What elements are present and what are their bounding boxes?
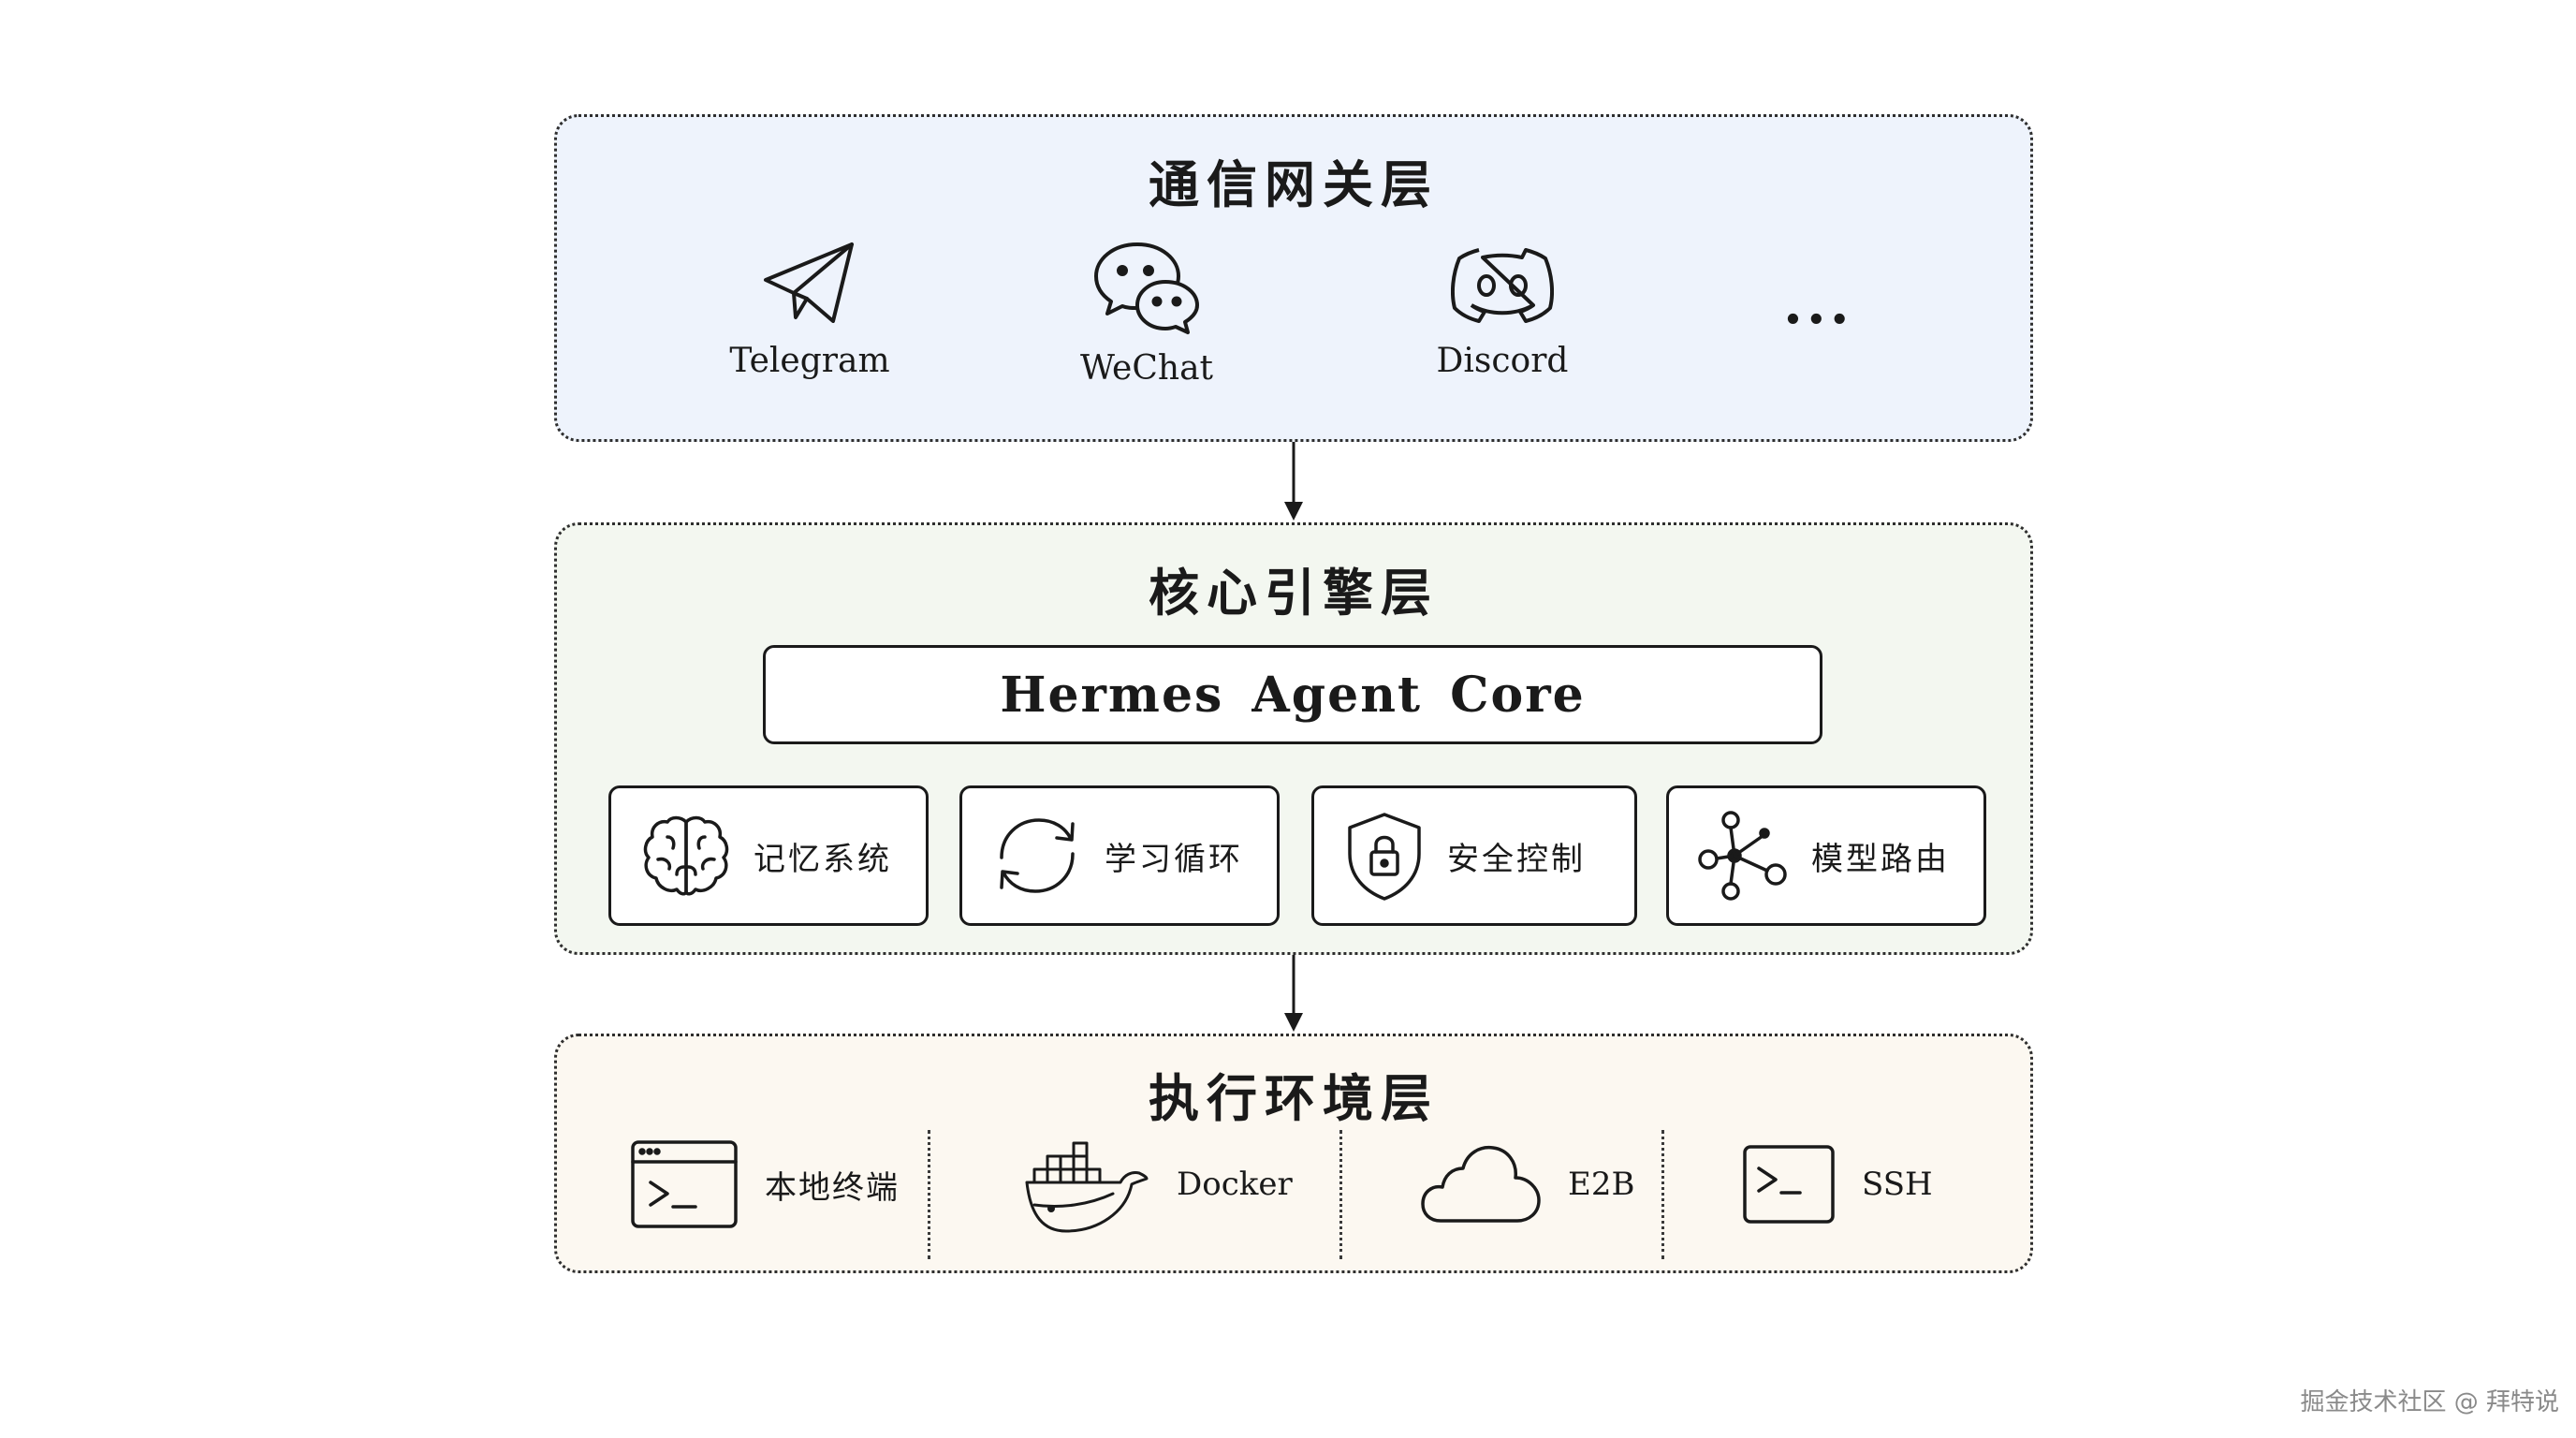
env-e2b: E2B xyxy=(1420,1137,1634,1231)
execution-environment-layer: 执行环境层 本地终端 Docker xyxy=(554,1034,2033,1273)
module-label-model-routing: 模型路由 xyxy=(1811,840,1950,878)
module-label-security: 安全控制 xyxy=(1447,840,1586,878)
exec-layer-title: 执行环境层 xyxy=(1149,1069,1439,1128)
channel-label-discord: Discord xyxy=(1436,342,1569,380)
wechat-icon xyxy=(1094,242,1199,334)
terminal-window-icon xyxy=(631,1140,738,1228)
network-icon xyxy=(1698,811,1787,901)
watermark-credit: 掘金技术社区 @ 拜特说 xyxy=(2300,1388,2559,1416)
docker-icon xyxy=(1025,1141,1149,1233)
shield-lock-icon xyxy=(1348,813,1421,901)
env-divider xyxy=(1339,1130,1342,1259)
cloud-icon xyxy=(1421,1145,1541,1223)
module-learning-loop: 学习循环 xyxy=(959,785,1280,926)
terminal-icon xyxy=(1743,1145,1835,1224)
module-security: 安全控制 xyxy=(1311,785,1637,926)
env-ssh: SSH xyxy=(1742,1137,1933,1231)
agent-core-box: Hermes Agent Core xyxy=(763,645,1822,744)
module-model-routing: 模型路由 xyxy=(1666,785,1986,926)
module-label-learning-loop: 学习循环 xyxy=(1105,840,1243,878)
env-divider xyxy=(1661,1130,1664,1259)
channel-label-telegram: Telegram xyxy=(729,342,890,380)
module-label-memory: 记忆系统 xyxy=(754,840,892,878)
telegram-icon xyxy=(764,242,854,323)
channel-telegram: Telegram xyxy=(688,239,931,380)
channel-label-wechat: WeChat xyxy=(1079,349,1214,388)
env-label-ssh: SSH xyxy=(1862,1166,1933,1203)
env-label-e2b: E2B xyxy=(1568,1166,1635,1203)
env-label-local-terminal: 本地终端 xyxy=(765,1168,900,1207)
brain-icon xyxy=(643,815,729,896)
channel-discord: Discord xyxy=(1381,239,1624,380)
arrow-core-to-exec xyxy=(1284,955,1303,1032)
env-docker: Docker xyxy=(1023,1137,1293,1233)
cycle-icon xyxy=(1000,818,1075,893)
env-local-terminal: 本地终端 xyxy=(630,1137,900,1231)
gateway-layer: 通信网关层 Telegram WeChat Discord ... xyxy=(554,114,2033,442)
arrow-gateway-to-core xyxy=(1284,442,1303,521)
core-engine-layer: 核心引擎层 Hermes Agent Core 记忆系统 学习循环 xyxy=(554,522,2033,955)
more-channels-ellipsis: ... xyxy=(1783,271,1853,337)
core-layer-title: 核心引擎层 xyxy=(1149,564,1439,623)
channel-wechat: WeChat xyxy=(1025,239,1268,388)
gateway-layer-title: 通信网关层 xyxy=(1149,155,1439,214)
env-divider xyxy=(928,1130,930,1259)
discord-icon xyxy=(1451,248,1554,323)
module-memory: 记忆系统 xyxy=(608,785,929,926)
env-label-docker: Docker xyxy=(1177,1166,1293,1203)
